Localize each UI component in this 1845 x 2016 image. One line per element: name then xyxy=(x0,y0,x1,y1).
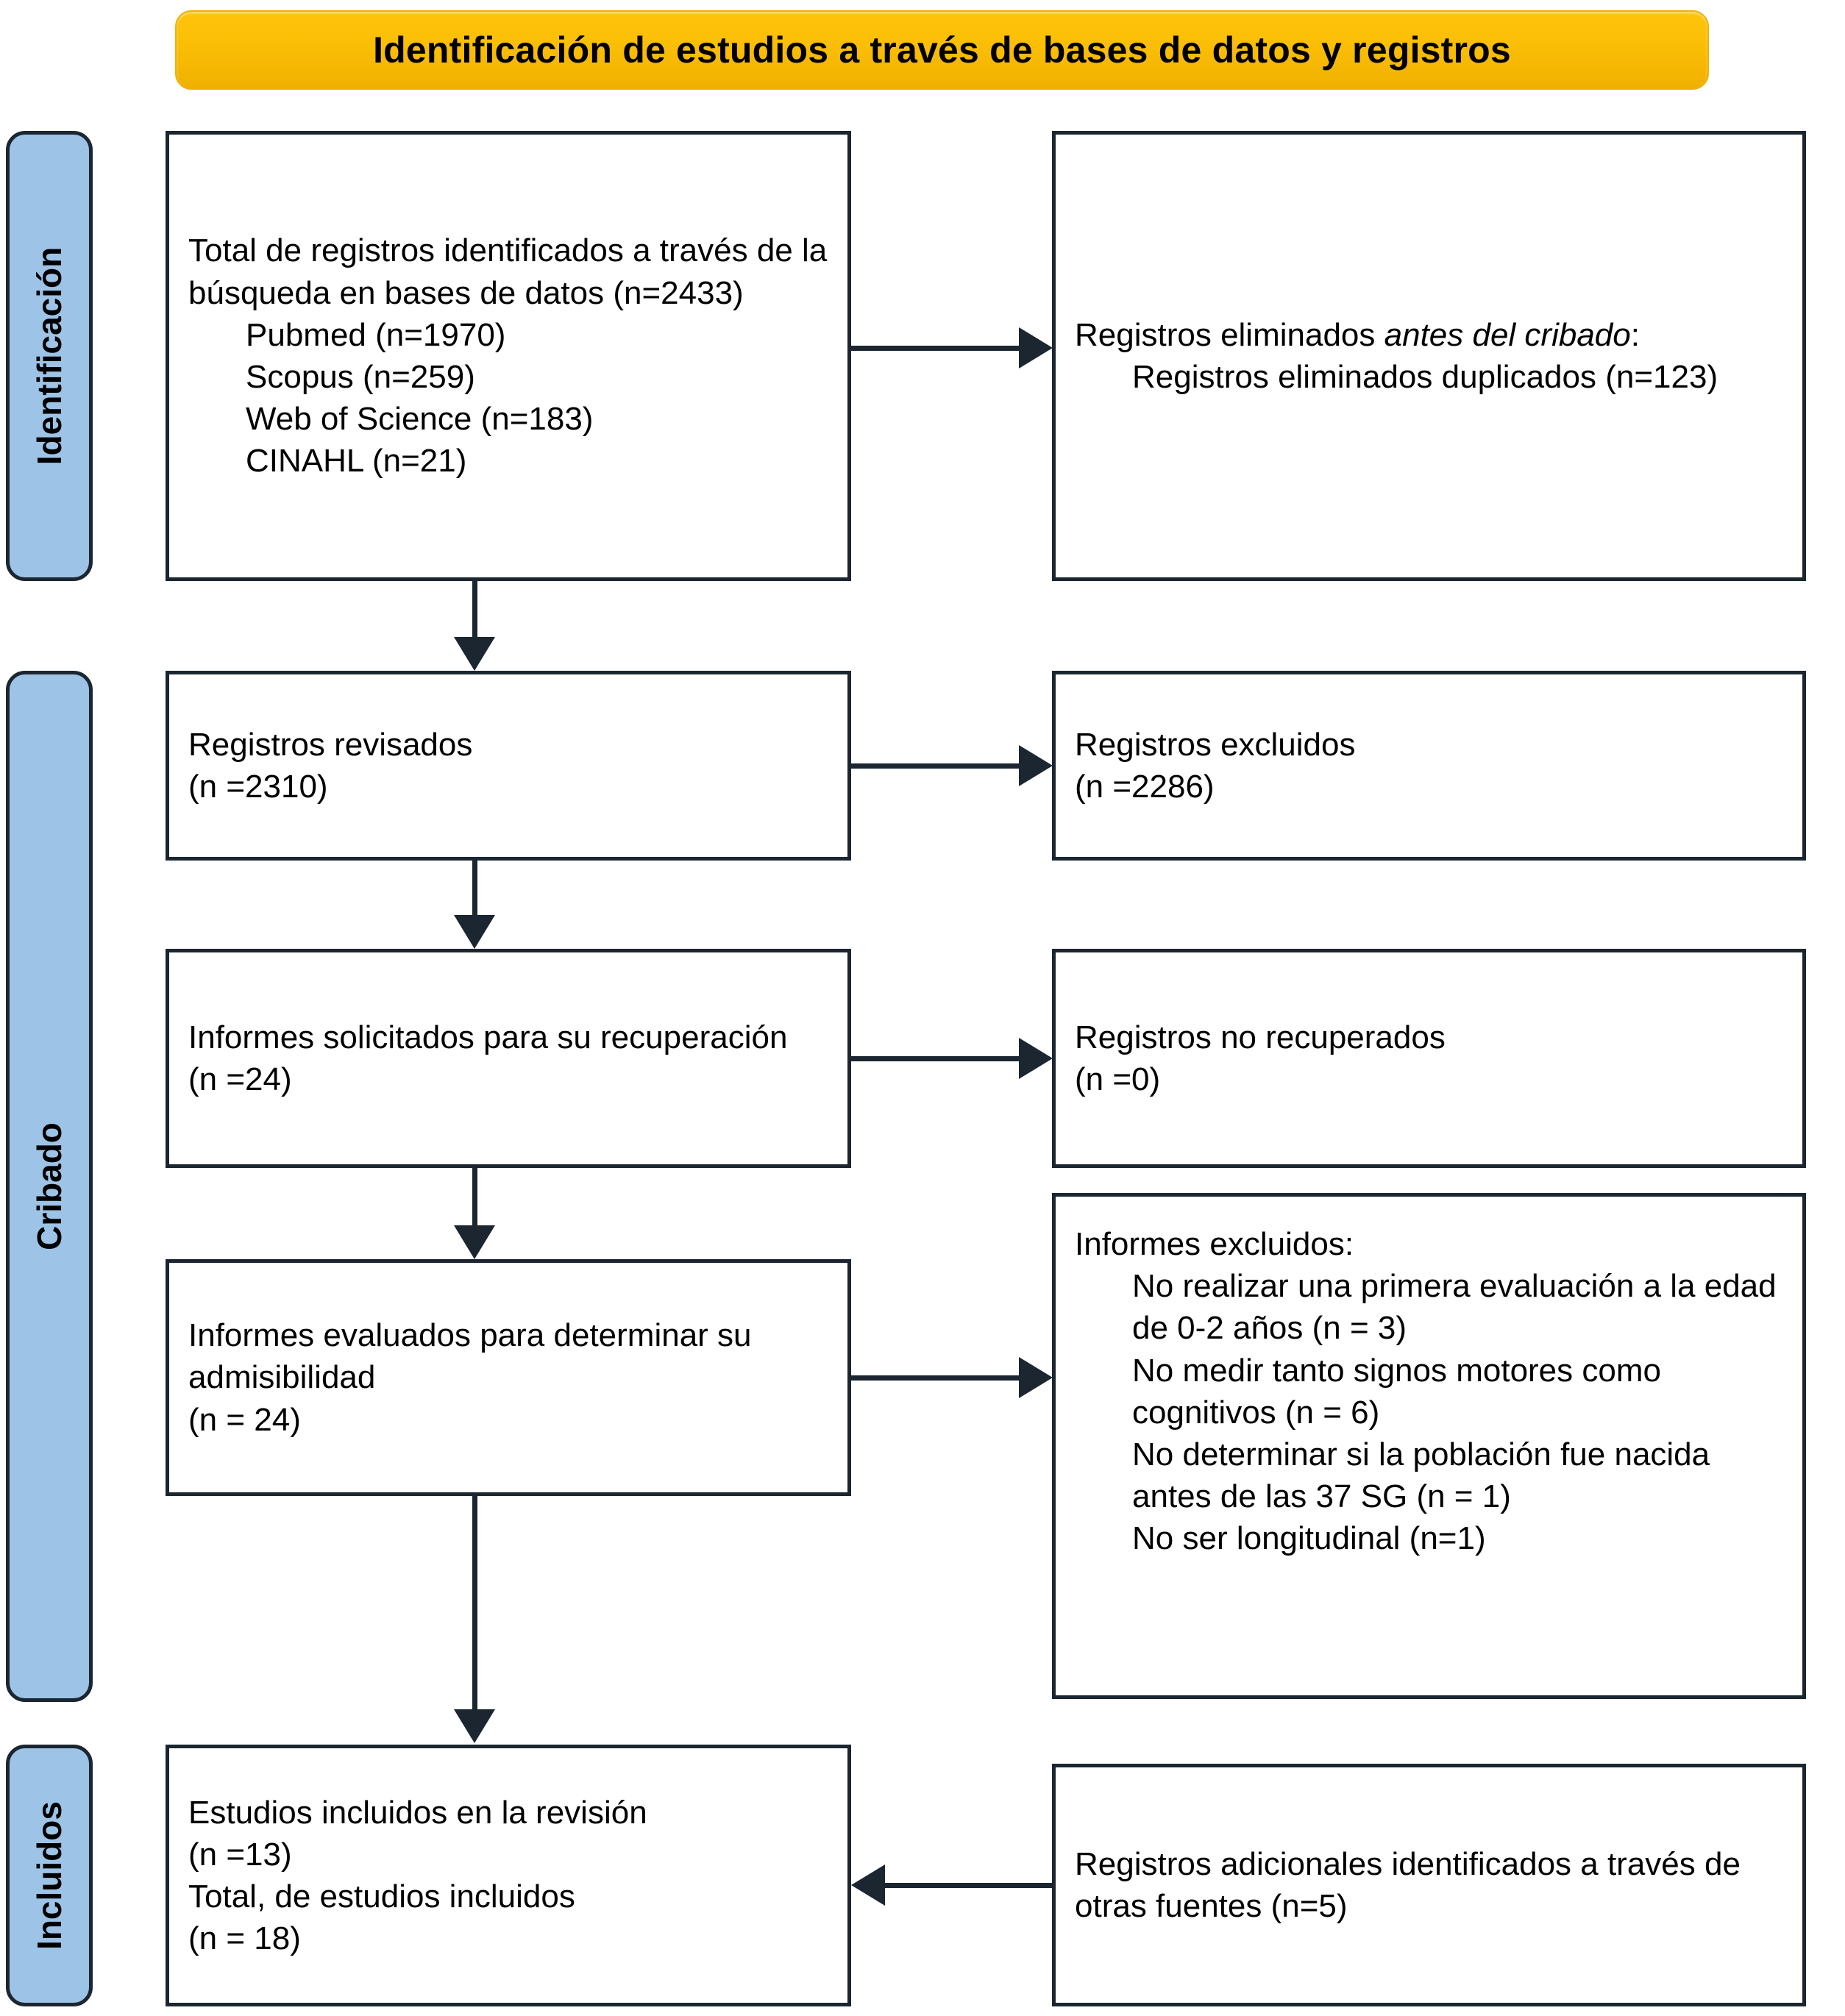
source-pubmed: Pubmed (n=1970) xyxy=(246,316,506,353)
total-estudios-incluidos-count: (n = 18) xyxy=(188,1920,301,1957)
registros-eliminados-colon: : xyxy=(1630,316,1640,353)
connector-evaluados-to-incluidos xyxy=(472,1496,477,1711)
connector-solicitados-to-norecuperados xyxy=(851,1056,1019,1061)
arrowhead-revisados-to-excluidos xyxy=(1019,745,1053,786)
connector-total-to-revisados xyxy=(472,581,477,638)
registros-eliminados-lead-text: Registros eliminados xyxy=(1075,316,1384,353)
box-total-registros: Total de registros identificados a travé… xyxy=(166,131,851,581)
diagram-title: Identificación de estudios a través de b… xyxy=(373,29,1511,71)
connector-revisados-to-solicitados xyxy=(472,861,477,916)
source-cinahl: CINAHL (n=21) xyxy=(246,443,467,480)
diagram-header-banner: Identificación de estudios a través de b… xyxy=(175,10,1709,90)
exclusion-reason-preterm: No determinar si la población fue nacida… xyxy=(1132,1436,1719,1515)
informes-excluidos-heading: Informes excluidos: xyxy=(1075,1226,1354,1262)
connector-solicitados-to-evaluados xyxy=(472,1168,477,1227)
box-registros-revisados: Registros revisados (n =2310) xyxy=(166,671,851,861)
box-registros-excluidos: Registros excluidos (n =2286) xyxy=(1052,671,1806,861)
registros-eliminados-lead: Registros eliminados antes del cribado: xyxy=(1075,314,1783,356)
box-registros-adicionales: Registros adicionales identificados a tr… xyxy=(1052,1764,1806,2006)
connector-total-to-eliminados xyxy=(851,346,1019,351)
registros-no-recuperados-label: Registros no recuperados xyxy=(1075,1019,1446,1055)
informes-solicitados-count: (n =24) xyxy=(188,1061,292,1097)
total-registros-line1: Total de registros identificados a travé… xyxy=(188,232,836,311)
source-web-of-science: Web of Science (n=183) xyxy=(246,401,594,438)
informes-solicitados-label: Informes solicitados para su recuperació… xyxy=(188,1019,788,1055)
connector-revisados-to-excluidos xyxy=(851,763,1019,769)
connector-adicionales-to-incluidos xyxy=(885,1883,1052,1888)
arrowhead-revisados-to-solicitados xyxy=(454,915,495,949)
source-scopus: Scopus (n=259) xyxy=(246,359,475,395)
registros-revisados-label: Registros revisados xyxy=(188,726,473,763)
arrowhead-evaluados-to-informes-excluidos xyxy=(1019,1357,1053,1398)
stage-label-identificacion-text: Identificación xyxy=(30,246,69,466)
stage-label-cribado: Cribado xyxy=(6,671,93,1702)
arrowhead-solicitados-to-evaluados xyxy=(454,1225,495,1259)
registros-eliminados-italic: antes del cribado xyxy=(1384,316,1631,353)
estudios-incluidos-label: Estudios incluidos en la revisión xyxy=(188,1794,647,1831)
stage-label-incluidos: Incluidos xyxy=(6,1745,93,2006)
arrowhead-adicionales-to-incluidos xyxy=(851,1864,885,1906)
informes-evaluados-label: Informes evaluados para determinar su ad… xyxy=(188,1317,761,1396)
registros-revisados-count: (n =2310) xyxy=(188,769,328,805)
box-informes-solicitados: Informes solicitados para su recuperació… xyxy=(166,949,851,1168)
box-estudios-incluidos: Estudios incluidos en la revisión (n =13… xyxy=(166,1745,851,2006)
box-registros-eliminados: Registros eliminados antes del cribado: … xyxy=(1052,131,1806,581)
registros-adicionales-label: Registros adicionales identificados a tr… xyxy=(1075,1845,1750,1924)
box-informes-evaluados: Informes evaluados para determinar su ad… xyxy=(166,1259,851,1496)
registros-excluidos-label: Registros excluidos xyxy=(1075,726,1356,763)
informes-evaluados-count: (n = 24) xyxy=(188,1401,301,1438)
arrowhead-total-to-revisados xyxy=(454,637,495,671)
total-estudios-incluidos-label: Total, de estudios incluidos xyxy=(188,1878,575,1915)
stage-label-cribado-text: Cribado xyxy=(30,1122,68,1250)
box-registros-no-recuperados: Registros no recuperados (n =0) xyxy=(1052,949,1806,1168)
estudios-incluidos-count: (n =13) xyxy=(188,1836,292,1873)
exclusion-reason-first-assessment: No realizar una primera evaluación a la … xyxy=(1132,1268,1785,1347)
stage-label-identificacion: Identificación xyxy=(6,131,93,581)
exclusion-reason-motor-cognitive: No medir tanto signos motores como cogni… xyxy=(1132,1352,1671,1431)
box-informes-excluidos: Informes excluidos: No realizar una prim… xyxy=(1052,1193,1806,1699)
arrowhead-total-to-eliminados xyxy=(1019,327,1053,368)
connector-evaluados-to-informes-excluidos xyxy=(851,1375,1019,1381)
registros-excluidos-count: (n =2286) xyxy=(1075,769,1215,805)
registros-no-recuperados-count: (n =0) xyxy=(1075,1061,1161,1097)
arrowhead-evaluados-to-incluidos xyxy=(454,1709,495,1743)
exclusion-reason-not-longitudinal: No ser longitudinal (n=1) xyxy=(1132,1520,1486,1557)
arrowhead-solicitados-to-norecuperados xyxy=(1019,1038,1053,1079)
stage-label-incluidos-text: Incluidos xyxy=(30,1801,68,1950)
registros-eliminados-duplicados: Registros eliminados duplicados (n=123) xyxy=(1132,359,1718,395)
